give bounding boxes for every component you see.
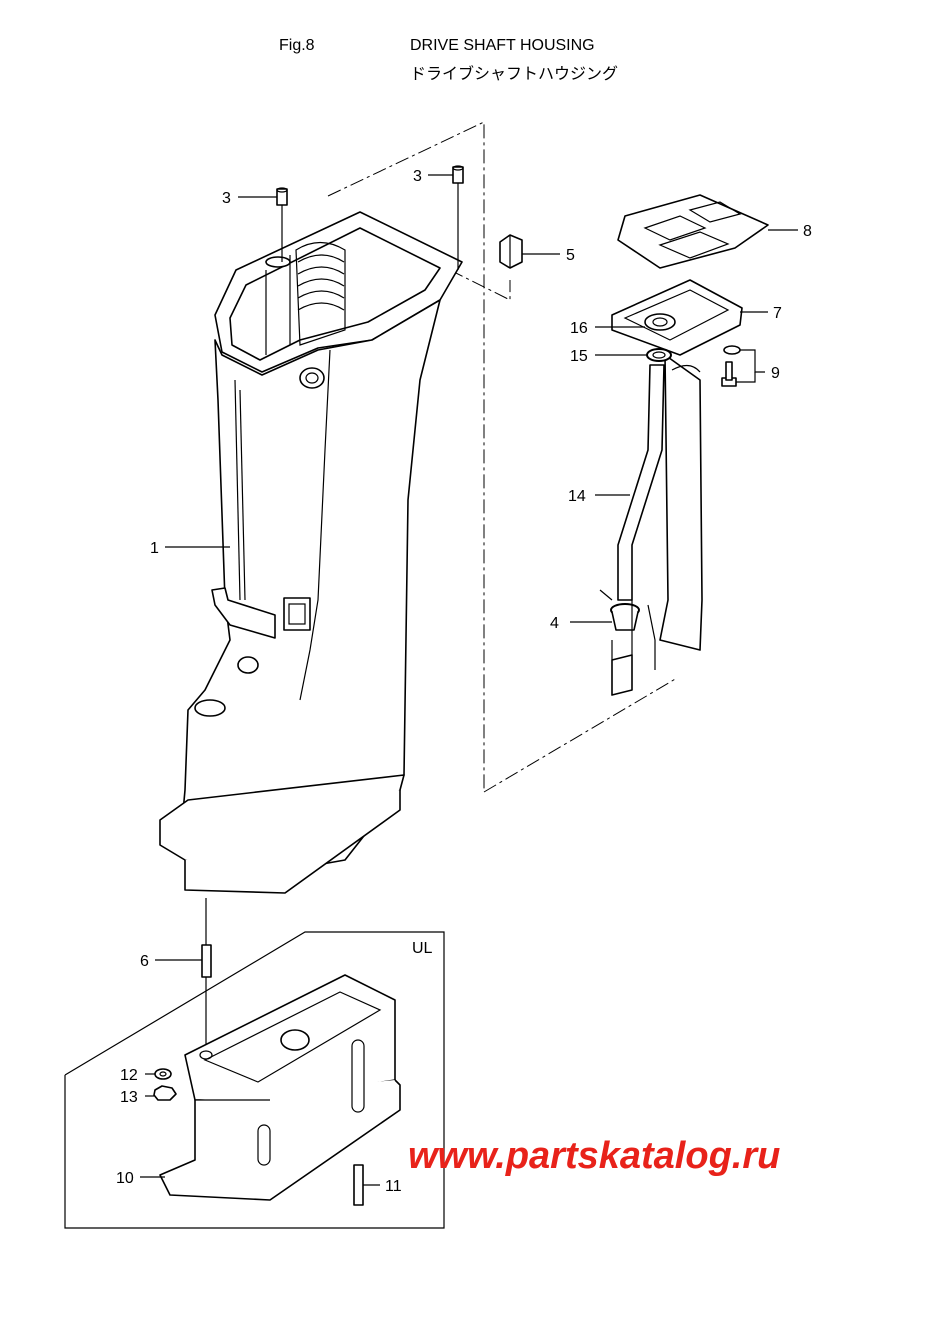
nut-part-13 — [153, 1085, 177, 1101]
figure-number: Fig.8 — [279, 37, 315, 54]
stud-bolt-part-6 — [201, 898, 212, 1055]
callout-4: 4 — [550, 615, 559, 632]
assembly-boundary — [327, 121, 678, 793]
inset-label-ul: UL — [412, 940, 433, 957]
callout-3-right: 3 — [413, 168, 422, 185]
diagram-title-english: DRIVE SHAFT HOUSING — [410, 37, 595, 54]
leader-lines — [140, 174, 798, 1186]
callout-7: 7 — [773, 305, 782, 322]
extension-case-part-10 — [159, 974, 401, 1201]
callout-14: 14 — [568, 488, 586, 505]
washer-part-12 — [154, 1068, 172, 1080]
drive-shaft-housing-part-1 — [159, 211, 463, 894]
inset-ul-frame — [64, 931, 445, 1229]
stud-bolt-part-11 — [353, 1164, 364, 1206]
seal-part-16 — [644, 313, 676, 331]
callout-9: 9 — [771, 365, 780, 382]
washer-part-9 — [723, 345, 741, 355]
callout-10: 10 — [116, 1170, 134, 1187]
callout-5: 5 — [566, 247, 575, 264]
grommet-part-4 — [610, 603, 640, 631]
plate-part-7 — [611, 279, 743, 651]
callout-3-left: 3 — [222, 190, 231, 207]
callout-8: 8 — [803, 223, 812, 240]
diagram-title-japanese: ドライブシャフトハウジング — [410, 64, 619, 83]
water-tube-part-14 — [617, 364, 665, 601]
callout-13: 13 — [120, 1089, 138, 1106]
callout-12: 12 — [120, 1067, 138, 1084]
callout-6: 6 — [140, 953, 149, 970]
bolt-part-9 — [721, 361, 737, 387]
gasket-part-8 — [617, 194, 769, 269]
callout-11: 11 — [385, 1178, 402, 1195]
lower-pipe-fragment — [599, 589, 656, 696]
grommet-part-15 — [646, 348, 672, 362]
rubber-mount-part-5 — [499, 234, 523, 269]
dowel-pin-part-3-right — [452, 165, 464, 270]
callout-15: 15 — [570, 348, 588, 365]
callout-16: 16 — [570, 320, 588, 337]
callout-1: 1 — [150, 540, 159, 557]
watermark-url: www.partskatalog.ru — [408, 1135, 781, 1177]
